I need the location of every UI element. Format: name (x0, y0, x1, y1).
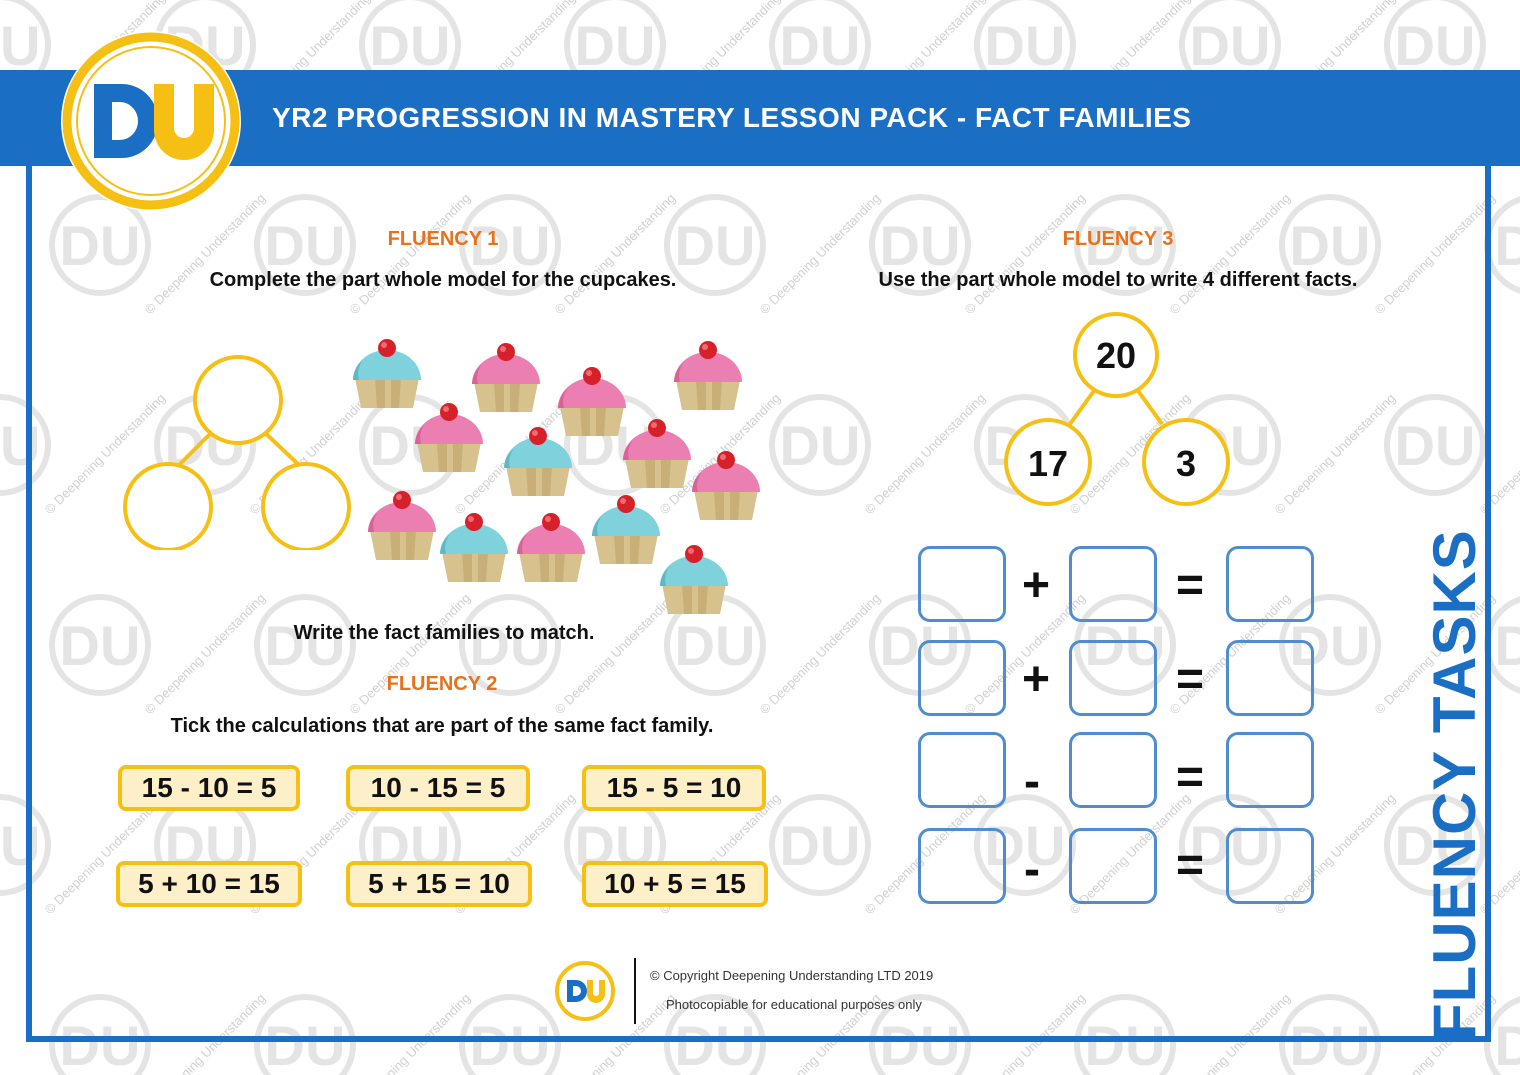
cupcake-icon (472, 343, 540, 412)
cupcake-icon (504, 427, 572, 496)
fact1-box-b[interactable] (1069, 546, 1157, 622)
cupcake-icon (660, 545, 728, 614)
fluency1-follow-up: Write the fact families to match. (293, 622, 595, 644)
fluency1-title: FLUENCY 1 (387, 228, 499, 250)
logo-text: DU (151, 175, 153, 177)
fact4-box-c[interactable] (1226, 828, 1314, 904)
cupcake-icon (517, 513, 585, 582)
calc-option-6[interactable]: 10 + 5 = 15 (582, 861, 768, 907)
watermark-logo: DU (1484, 596, 1520, 694)
whole-value: 20 (1095, 335, 1137, 376)
cupcake-icon (368, 491, 436, 560)
part-whole-model-filled (1004, 312, 1230, 506)
svg-text:DU: DU (780, 14, 861, 77)
calc-option-3[interactable]: 15 - 5 = 10 (582, 765, 766, 811)
fact4-operator: - (1024, 843, 1040, 896)
cupcake-icon (692, 451, 760, 520)
fact3-box-a[interactable] (918, 732, 1006, 808)
watermark-logo: DU (1484, 196, 1520, 294)
fact1-box-a[interactable] (918, 546, 1006, 622)
calc-option-1[interactable]: 15 - 10 = 5 (118, 765, 300, 811)
part-circle-left (123, 462, 213, 550)
cupcake-icon (592, 495, 660, 564)
fact2-box-a[interactable] (918, 640, 1006, 716)
fact4-box-b[interactable] (1069, 828, 1157, 904)
fact1-equals: = (1175, 559, 1205, 612)
calc-option-5[interactable]: 5 + 15 = 10 (346, 861, 532, 907)
cupcake-icon (440, 513, 508, 582)
svg-text:DU: DU (0, 14, 40, 77)
fluency1-instruction: Complete the part whole model for the cu… (209, 269, 677, 291)
svg-text:DU: DU (575, 14, 656, 77)
fact2-equals: = (1175, 653, 1205, 706)
svg-text:DU: DU (370, 14, 451, 77)
svg-text:DU: DU (1495, 214, 1520, 277)
fact3-box-c[interactable] (1226, 732, 1314, 808)
cupcake-icon (558, 367, 626, 436)
cupcakes-illustration (353, 339, 760, 614)
fact1-operator: + (1021, 559, 1051, 612)
whole-circle (193, 355, 283, 445)
cupcake-icon (674, 341, 742, 410)
fact3-operator: - (1024, 755, 1040, 808)
fact3-equals: = (1175, 751, 1205, 804)
fact2-box-b[interactable] (1069, 640, 1157, 716)
cupcake-icon (623, 419, 691, 488)
fluency3-instruction: Use the part whole model to write 4 diff… (878, 269, 1358, 291)
svg-text:DU: DU (1190, 14, 1271, 77)
fact4-equals: = (1175, 839, 1205, 892)
svg-text:DU: DU (1395, 14, 1476, 77)
svg-text:DU: DU (1495, 614, 1520, 677)
part-whole-model-empty[interactable] (118, 350, 358, 550)
footer-note: Photocopiable for educational purposes o… (666, 997, 922, 1012)
fact3-box-b[interactable] (1069, 732, 1157, 808)
calc-option-2[interactable]: 10 - 15 = 5 (346, 765, 530, 811)
part-circle-right (261, 462, 351, 550)
svg-text:DU: DU (985, 14, 1066, 77)
footer-copyright: © Copyright Deepening Understanding LTD … (650, 968, 934, 983)
page-title: YR2 PROGRESSION IN MASTERY LESSON PACK -… (272, 102, 1192, 133)
fluency3-title: FLUENCY 3 (1062, 228, 1174, 250)
fact1-box-c[interactable] (1226, 546, 1314, 622)
footer-du-logo: DU (555, 961, 615, 1021)
fluency2-instruction: Tick the calculations that are part of t… (170, 715, 714, 737)
fact2-box-c[interactable] (1226, 640, 1314, 716)
fact2-operator: + (1021, 653, 1051, 706)
page-frame (26, 166, 1491, 1042)
header-bar (0, 70, 1520, 166)
part-value-a: 17 (1027, 443, 1069, 484)
du-logo: DU (61, 31, 241, 211)
fact4-box-a[interactable] (918, 828, 1006, 904)
part-value-b: 3 (1175, 443, 1197, 484)
cupcake-icon (415, 403, 483, 472)
fluency-tasks-side-title: FLUENCY TASKS (1421, 529, 1488, 1040)
fluency2-title: FLUENCY 2 (386, 673, 498, 695)
svg-text:DU: DU (585, 1017, 587, 1019)
calc-option-4[interactable]: 5 + 10 = 15 (116, 861, 302, 907)
watermark-logo: DU (1484, 996, 1520, 1075)
cupcake-icon (353, 339, 421, 408)
svg-text:DU: DU (1495, 1014, 1520, 1075)
footer-divider (634, 958, 636, 1024)
